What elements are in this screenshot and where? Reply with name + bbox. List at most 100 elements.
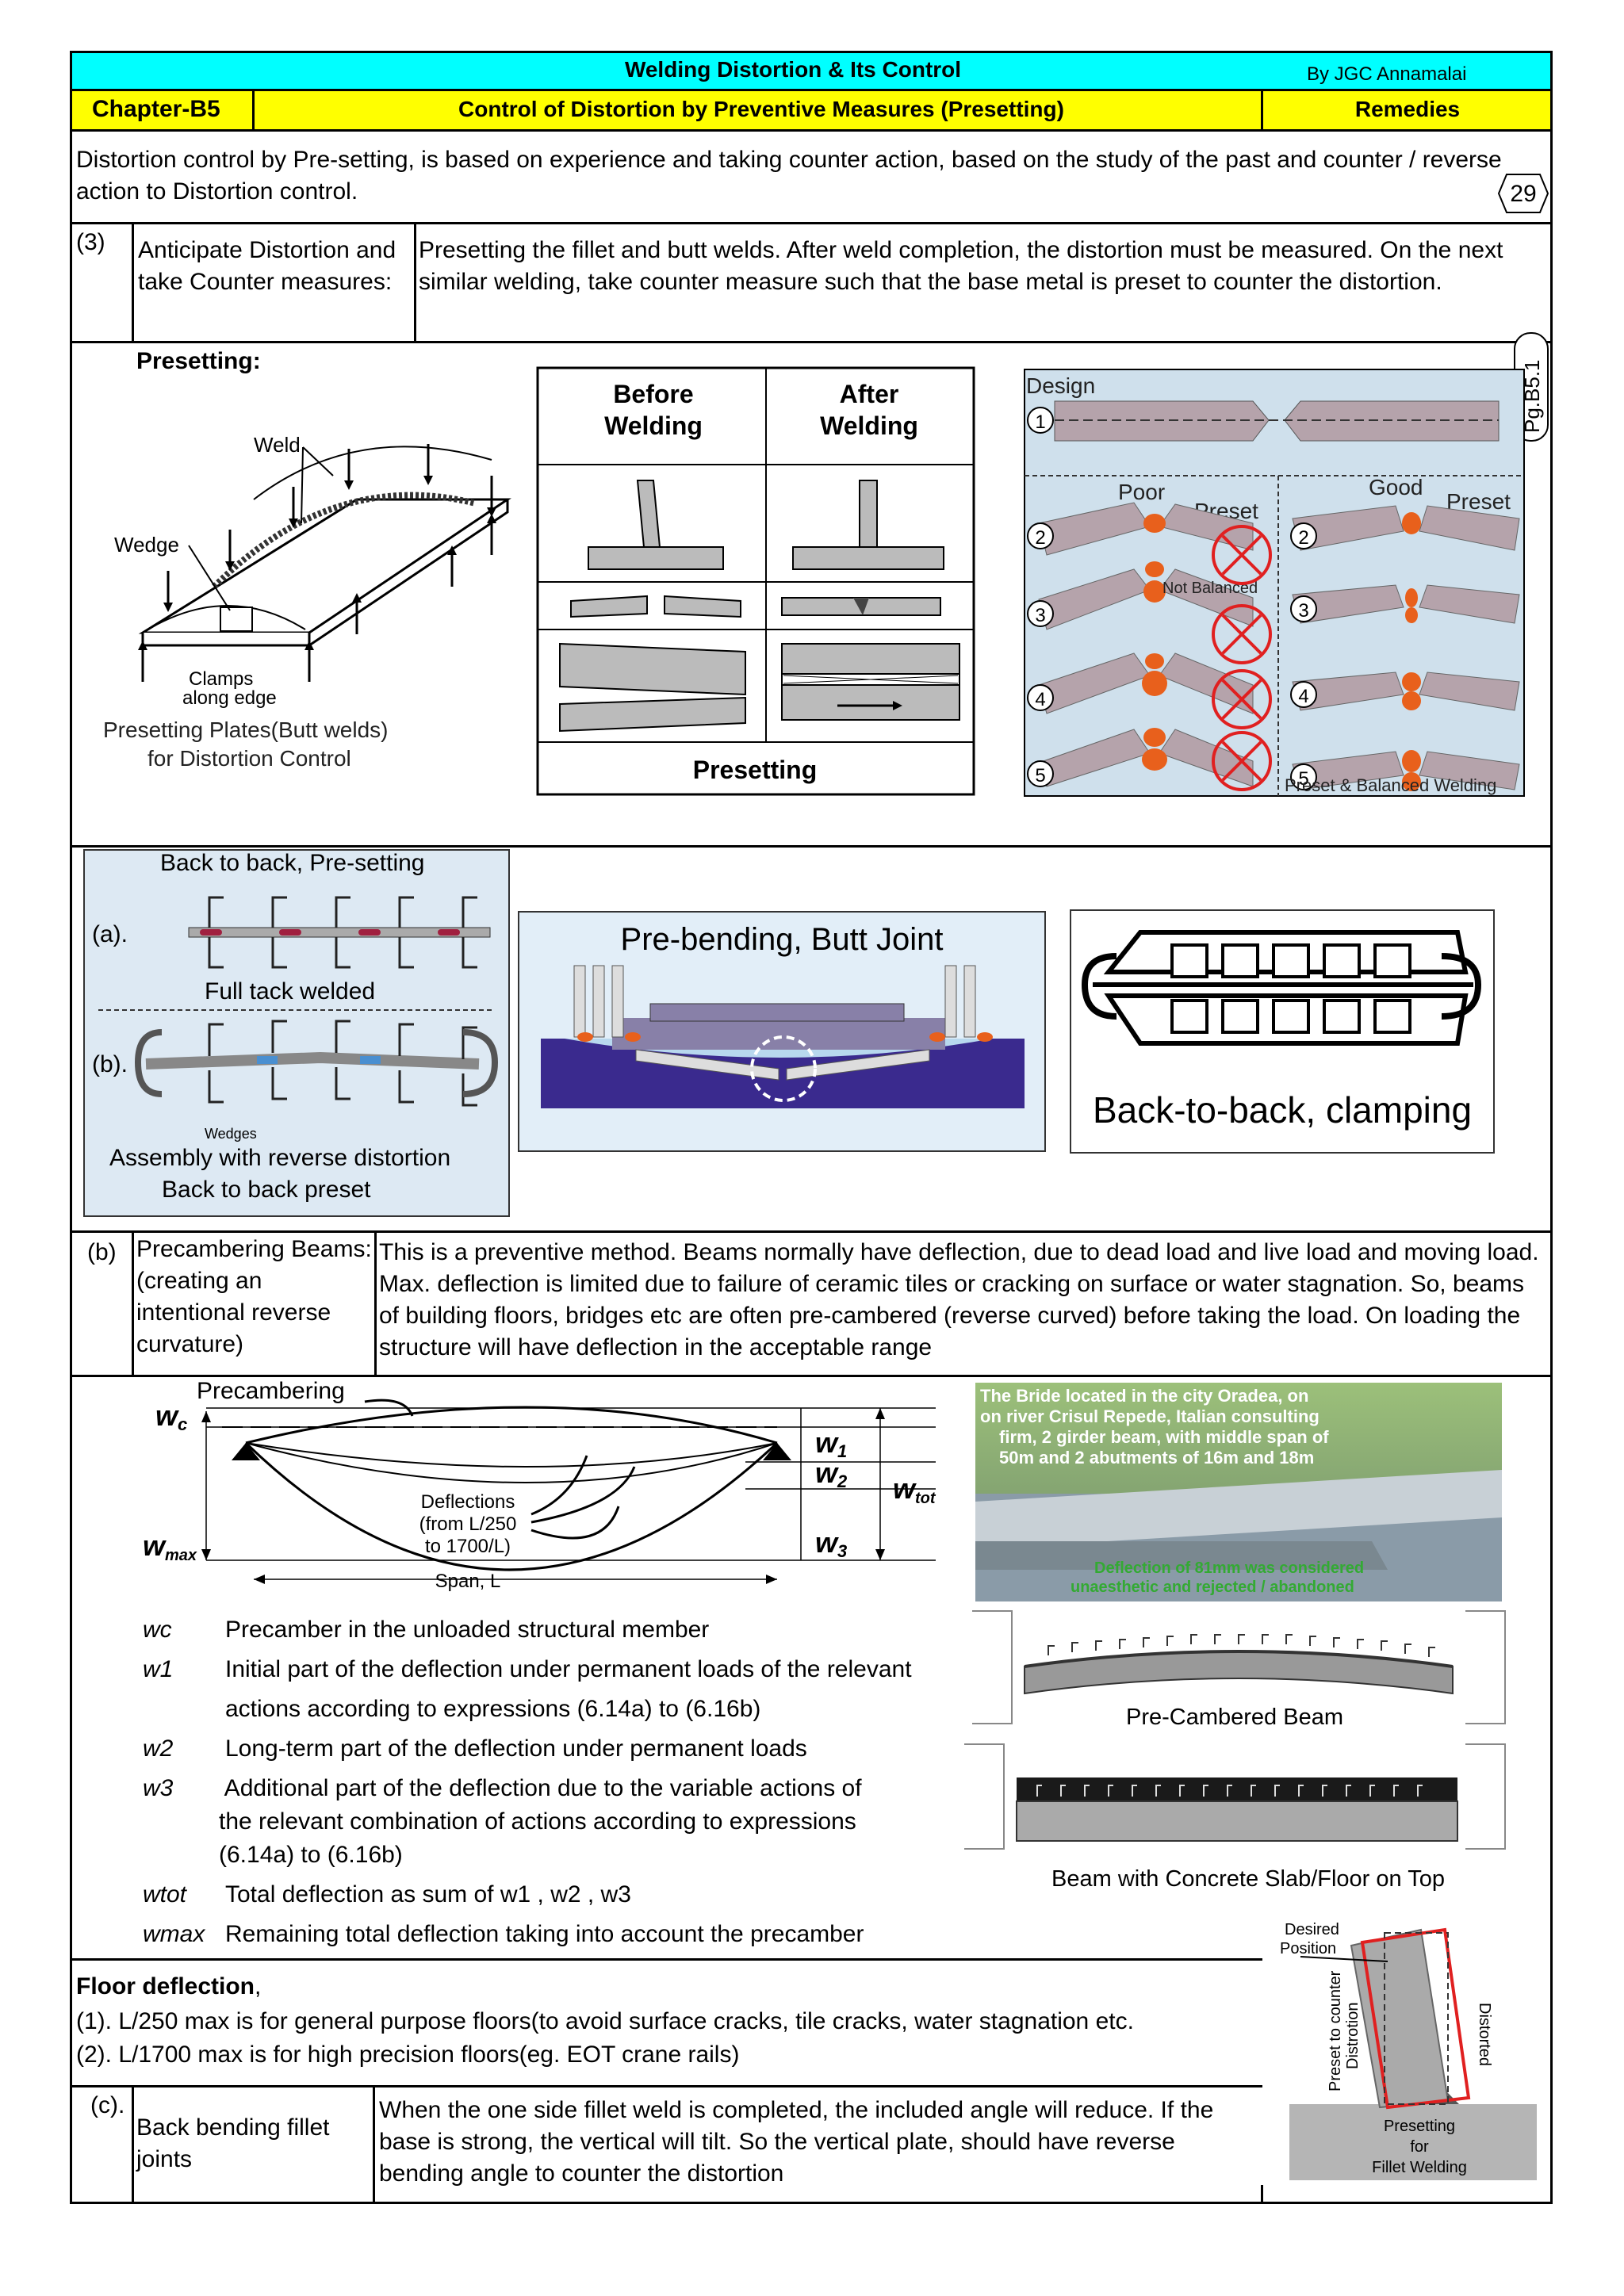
def-text: Additional part of the deflection due to… xyxy=(219,1775,862,1801)
header-chapter-bar xyxy=(72,91,1550,129)
span-label: Span, L xyxy=(435,1571,501,1592)
bridge-photo: The Bride located in the city Oradea, on… xyxy=(975,1383,1502,1601)
good-step-2: 2 xyxy=(1298,527,1308,549)
after-label-1: After xyxy=(840,380,899,408)
label-a: (a). xyxy=(92,921,128,947)
pre-bending-butt-joint-figure: Pre-bending, Butt Joint xyxy=(518,911,1046,1152)
poor-step-2: 2 xyxy=(1035,527,1045,549)
reverse-distortion-caption-2: Back to back preset xyxy=(162,1177,371,1203)
after-label-2: Welding xyxy=(820,411,918,440)
w1-symbol: w1 xyxy=(815,1426,847,1461)
sectionc-text: When the one side fillet weld is complet… xyxy=(379,2097,1214,2187)
balanced-welding-caption: Preset & Balanced Welding xyxy=(1285,775,1496,795)
def-text: Remaining total deflection taking into a… xyxy=(225,1921,864,1947)
section3-label: Anticipate Distortion and take Counter m… xyxy=(138,237,396,295)
reverse-distortion-caption-1: Assembly with reverse distortion xyxy=(109,1145,450,1171)
preset-counter-label: Preset to counter xyxy=(1327,1970,1344,2091)
author: By JGC Annamalai xyxy=(1307,63,1467,85)
sectionc-index: (c). xyxy=(90,2092,125,2118)
page-number: 29 xyxy=(1510,181,1536,207)
def-text: Precamber in the unloaded structural mem… xyxy=(225,1617,710,1643)
desired-label-1: Desired xyxy=(1285,1921,1339,1938)
deflections-label-3: to 1700/L) xyxy=(425,1536,511,1557)
def-text: (6.14a) to (6.16b) xyxy=(219,1842,403,1868)
full-tack-label: Full tack welded xyxy=(205,978,375,1004)
chapter-subtitle: Control of Distortion by Preventive Meas… xyxy=(458,97,1064,121)
def-text: Initial part of the deflection under per… xyxy=(225,1656,912,1682)
def-symbol: wmax xyxy=(143,1921,205,1947)
floor-deflection-heading: Floor deflection, xyxy=(76,1973,262,1999)
def-text: Total deflection as sum of w1 , w2 , w3 xyxy=(225,1881,631,1908)
distrotion-label: Distrotion xyxy=(1344,2003,1362,2069)
pre-bending-title: Pre-bending, Butt Joint xyxy=(621,922,944,957)
poor-label: Poor xyxy=(1118,480,1165,504)
def-symbol: w3 xyxy=(143,1775,174,1801)
before-after-welding-figure: Before Welding After Welding Presetting xyxy=(536,366,975,796)
pre-cambered-beam-figure xyxy=(972,1610,1506,1724)
intro-text: Distortion control by Pre-setting, is ba… xyxy=(76,147,1502,205)
good-step-3: 3 xyxy=(1298,600,1308,622)
page-title: Welding Distortion & Its Control xyxy=(624,57,962,82)
fillet-caption-1: Presetting xyxy=(1384,2118,1455,2135)
w3-symbol: w3 xyxy=(815,1526,847,1561)
beam-with-slab-figure xyxy=(964,1743,1506,1850)
floor-item-2: (2). L/1700 max is for high precision fl… xyxy=(76,2042,740,2068)
def-symbol: wtot xyxy=(143,1881,187,1908)
fillet-presetting-figure: Desired Position Preset to counter Distr… xyxy=(1280,1921,1537,2180)
sectionc-label: Back bending fillet joints xyxy=(136,2114,330,2172)
distorted-label: Distorted xyxy=(1476,2003,1493,2066)
design-step-number: 1 xyxy=(1035,411,1045,433)
chapter-label: Chapter-B5 xyxy=(92,96,220,122)
bridge-text-4: 50m and 2 abutments of 16m and 18m xyxy=(999,1448,1314,1468)
poor-step-4: 4 xyxy=(1035,689,1045,710)
page-frame xyxy=(70,51,1553,2204)
pre-cambered-beam-caption: Pre-Cambered Beam xyxy=(1126,1705,1343,1730)
good-step-4: 4 xyxy=(1298,686,1308,707)
balanced-welding-figure: Design 1 Poor Preset Good Preset 2 3 4 5… xyxy=(1024,369,1525,797)
weld-label: Weld xyxy=(254,433,301,457)
poor-step-3: 3 xyxy=(1035,605,1045,626)
deflections-label-2: (from L/250 xyxy=(419,1513,517,1535)
page-number-badge: 29 xyxy=(1497,174,1549,213)
fillet-caption-2: for xyxy=(1410,2138,1429,2156)
presetting-plates-caption-1: Presetting Plates(Butt welds) xyxy=(103,718,389,742)
bridge-text-6: unaesthetic and rejected / abandoned xyxy=(1071,1578,1354,1596)
before-label-1: Before xyxy=(613,380,693,408)
presetting-heading: Presetting: xyxy=(136,348,261,374)
back-to-back-clamping-figure: Back-to-back, clamping xyxy=(1070,909,1495,1154)
def-text: actions according to expressions (6.14a)… xyxy=(225,1696,761,1722)
wtot-symbol: wtot xyxy=(893,1472,936,1507)
wedges-label: Wedges xyxy=(205,1126,257,1142)
bridge-text-2: on river Crisul Repede, Italian consulti… xyxy=(980,1406,1320,1426)
deflections-label-1: Deflections xyxy=(421,1491,515,1513)
presetting-plates-caption-2: for Distortion Control xyxy=(147,746,351,771)
wmax-symbol: wmax xyxy=(143,1529,197,1564)
desired-label-2: Position xyxy=(1280,1940,1336,1957)
presetting-plates-figure: Weld Wedge Clamps along edge Presetting … xyxy=(103,433,511,771)
along-edge-label: along edge xyxy=(182,687,277,709)
beam-with-slab-caption: Beam with Concrete Slab/Floor on Top xyxy=(1051,1866,1445,1892)
wc-symbol: wc xyxy=(155,1399,187,1434)
w2-symbol: w2 xyxy=(815,1456,848,1491)
floor-item-1: (1). L/250 max is for general purpose fl… xyxy=(76,2008,1134,2034)
def-text: the relevant combination of actions acco… xyxy=(219,1808,856,1835)
poor-step-5: 5 xyxy=(1035,765,1045,786)
presetting-table-caption: Presetting xyxy=(693,756,817,784)
good-label: Good xyxy=(1369,475,1423,499)
label-b: (b). xyxy=(92,1051,128,1077)
precambering-label: Precambering xyxy=(197,1380,345,1404)
back-to-back-presetting-figure: Back to back, Pre-setting (a). Full tack… xyxy=(83,849,510,1217)
bridge-text-5: Deflection of 81mm was considered xyxy=(1094,1559,1364,1577)
back-to-back-title: Back to back, Pre-setting xyxy=(160,850,425,876)
def-text: Long-term part of the deflection under p… xyxy=(225,1735,807,1762)
bridge-text-3: firm, 2 girder beam, with middle span of xyxy=(999,1427,1329,1447)
precamber-diagram: Precambering wc wmax w1 w2 w3 wtot Defle… xyxy=(143,1380,936,1592)
sectionb-text: This is a preventive method. Beams norma… xyxy=(379,1239,1539,1360)
def-symbol: w1 xyxy=(143,1656,174,1682)
category-label: Remedies xyxy=(1354,97,1461,121)
sectionb-index: (b) xyxy=(87,1239,117,1265)
fillet-caption-3: Fillet Welding xyxy=(1372,2159,1467,2176)
section3-text: Presetting the fillet and butt welds. Af… xyxy=(419,237,1503,295)
before-label-2: Welding xyxy=(604,411,703,440)
header-title-bar xyxy=(72,53,1550,90)
